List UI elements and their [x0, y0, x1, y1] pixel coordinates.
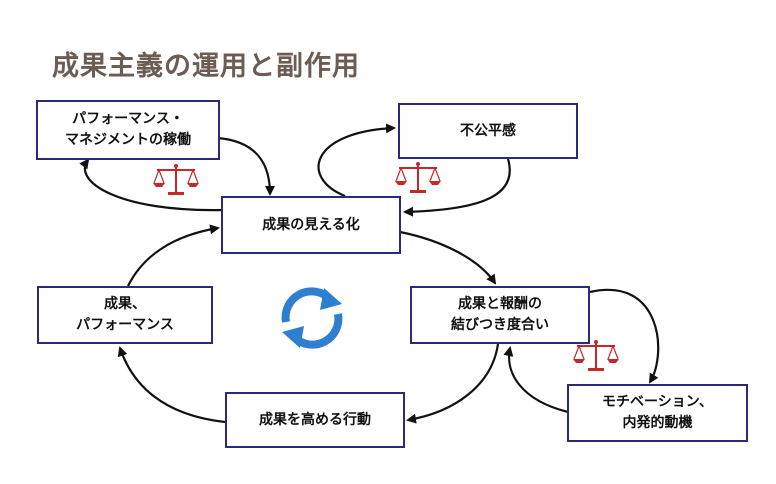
arrow-results-to-visualization [127, 224, 220, 287]
arrow-action-to-results [117, 346, 226, 424]
arrow-visualization-to-reward-link [399, 230, 497, 285]
node-motivation: モチベーション、 内発的動機 [567, 384, 748, 442]
arrow-motivation-to-reward-link [503, 346, 569, 414]
arrow-visualization-to-pm [79, 158, 223, 212]
node-unfairness: 不公平感 [398, 103, 578, 159]
cycle-arrows-icon [281, 287, 343, 349]
arrow-visualization-to-unfairness [317, 123, 396, 198]
balance-scale-icon [152, 163, 200, 196]
node-visualization: 成果の見える化 [221, 196, 401, 254]
arrow-unfairness-to-visualization [403, 158, 511, 217]
node-label: 成果と報酬の 結びつき度合い [451, 296, 549, 333]
node-reward-link: 成果と報酬の 結びつき度合い [410, 286, 590, 344]
arrow-reward-link-to-motivation [589, 288, 660, 384]
diagram-title: 成果主義の運用と副作用 [52, 51, 360, 82]
node-label: 成果を高める行動 [259, 411, 371, 428]
node-label: パフォーマンス・ マネジメントの稼働 [65, 111, 191, 148]
node-label: モチベーション、 内発的動機 [602, 394, 713, 431]
node-label: 成果、 パフォーマンス [76, 296, 174, 333]
node-performance-management: パフォーマンス・ マネジメントの稼働 [36, 100, 220, 160]
balance-scale-icon [572, 339, 620, 372]
balance-scale-icon [394, 161, 442, 194]
node-action: 成果を高める行動 [225, 392, 405, 448]
node-label: 不公平感 [460, 122, 516, 139]
node-results-performance: 成果、 パフォーマンス [37, 286, 213, 344]
node-label: 成果の見える化 [262, 216, 360, 233]
arrow-pm-to-visualization [217, 136, 275, 196]
arrow-reward-link-to-action [406, 343, 500, 424]
